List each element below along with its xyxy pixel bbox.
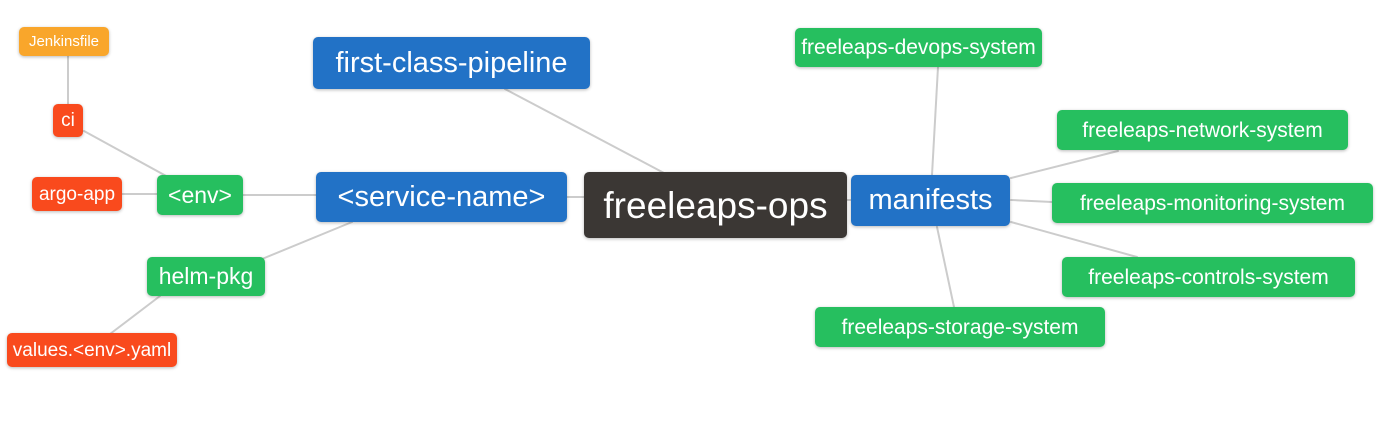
node-freeleaps-ops-root[interactable]: freeleaps-ops bbox=[584, 172, 847, 238]
node-values-env-yaml[interactable]: values.<env>.yaml bbox=[7, 333, 177, 367]
edge-ci-env bbox=[83, 130, 169, 178]
node-first-class-pipeline[interactable]: first-class-pipeline bbox=[313, 37, 590, 89]
node-freeleaps-storage-system[interactable]: freeleaps-storage-system bbox=[815, 307, 1105, 347]
edge-service-name-helm-pkg bbox=[261, 221, 353, 260]
node-argo-app[interactable]: argo-app bbox=[32, 177, 122, 211]
edge-helm-pkg-values bbox=[109, 295, 161, 335]
edge-pipeline-root bbox=[504, 88, 665, 174]
node-env[interactable]: <env> bbox=[157, 175, 243, 215]
node-freeleaps-controls-system[interactable]: freeleaps-controls-system bbox=[1062, 257, 1355, 297]
edge-storage-manifests bbox=[936, 226, 955, 308]
node-jenkinsfile[interactable]: Jenkinsfile bbox=[19, 27, 109, 56]
node-ci[interactable]: ci bbox=[53, 104, 83, 137]
node-freeleaps-devops-system[interactable]: freeleaps-devops-system bbox=[795, 28, 1042, 67]
edge-controls-manifests bbox=[1010, 221, 1138, 258]
node-manifests[interactable]: manifests bbox=[851, 175, 1010, 226]
edge-devops-manifests bbox=[931, 66, 939, 176]
node-service-name[interactable]: <service-name> bbox=[316, 172, 567, 222]
node-helm-pkg[interactable]: helm-pkg bbox=[147, 257, 265, 296]
node-freeleaps-monitoring-system[interactable]: freeleaps-monitoring-system bbox=[1052, 183, 1373, 223]
node-freeleaps-network-system[interactable]: freeleaps-network-system bbox=[1057, 110, 1348, 150]
edge-network-manifests bbox=[1010, 150, 1119, 179]
edge-monitoring-manifests bbox=[1010, 199, 1053, 203]
